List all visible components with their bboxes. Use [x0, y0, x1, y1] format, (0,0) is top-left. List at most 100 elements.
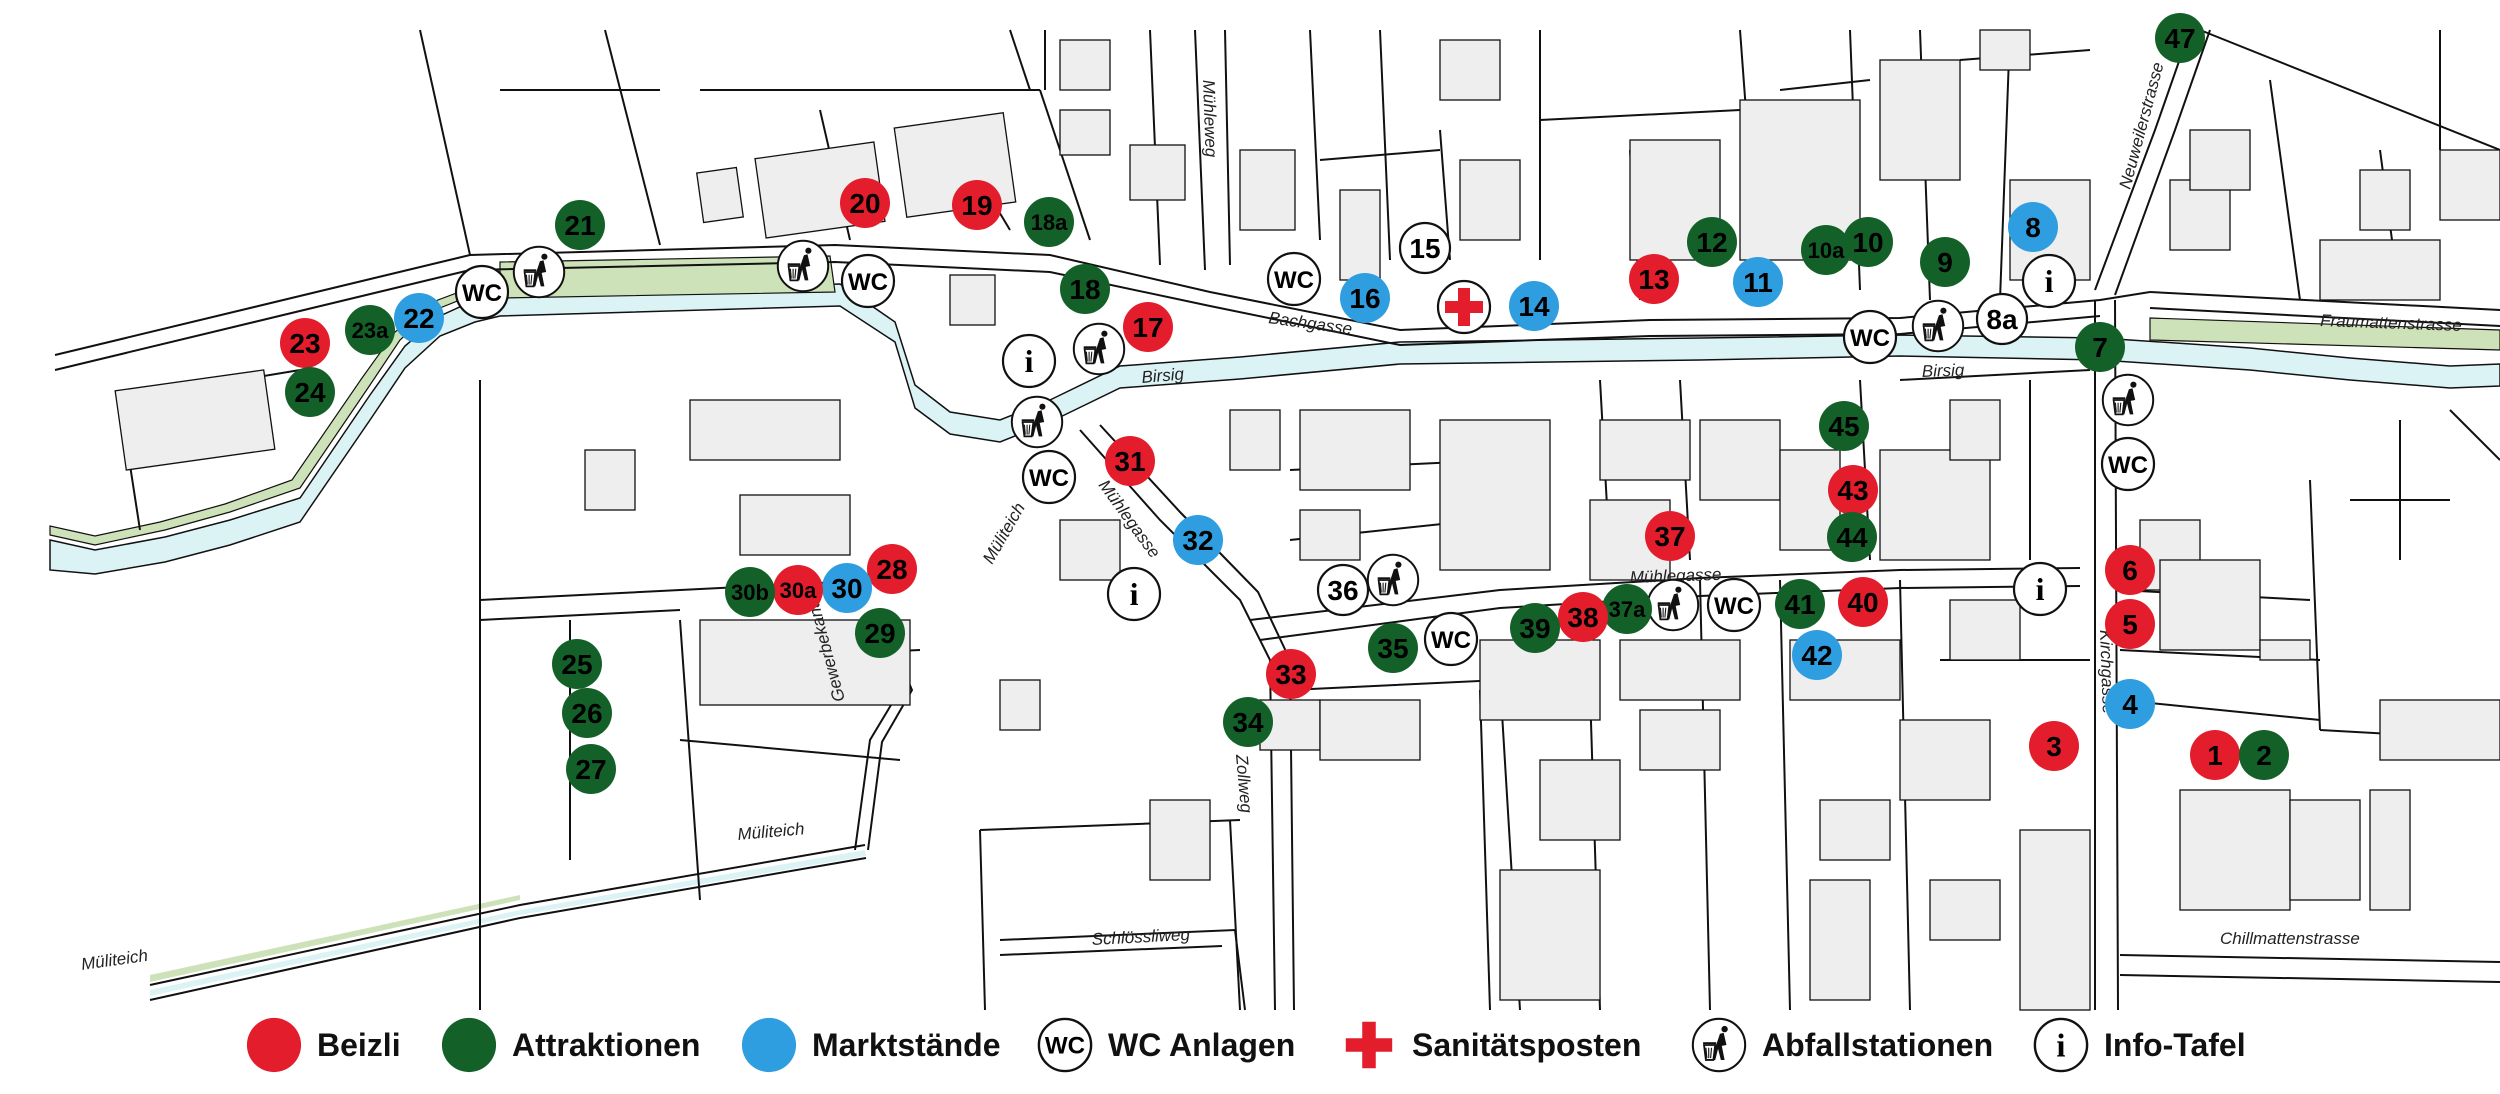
marker-27[interactable]: 27	[566, 744, 616, 794]
marker-label: 36	[1327, 575, 1358, 606]
info-icon[interactable]: i	[2012, 561, 2068, 617]
marker-41[interactable]: 41	[1775, 579, 1825, 629]
marker-8[interactable]: 8	[2008, 202, 2058, 252]
trash-bin-icon[interactable]	[1366, 553, 1420, 607]
marker-24[interactable]: 24	[285, 367, 335, 417]
marker-5[interactable]: 5	[2105, 599, 2155, 649]
marker-label: 4	[2122, 689, 2138, 720]
marker-44[interactable]: 44	[1827, 512, 1877, 562]
trash-bin-icon[interactable]	[2101, 373, 2155, 427]
marker-label: 23	[289, 328, 320, 359]
marker-11[interactable]: 11	[1733, 257, 1783, 307]
marker-23[interactable]: 23	[280, 318, 330, 368]
marker-label: 30	[831, 573, 862, 604]
red-cross-icon[interactable]	[1436, 279, 1492, 335]
marker-2[interactable]: 2	[2239, 730, 2289, 780]
marker-20[interactable]: 20	[840, 178, 890, 228]
legend-label-info: Info-Tafel	[2104, 1026, 2246, 1063]
marker-6[interactable]: 6	[2105, 545, 2155, 595]
marker-10[interactable]: 10	[1843, 217, 1893, 267]
marker-37a[interactable]: 37a	[1602, 584, 1652, 634]
marker-17[interactable]: 17	[1123, 302, 1173, 352]
marker-37[interactable]: 37	[1645, 511, 1695, 561]
marker-12[interactable]: 12	[1687, 217, 1737, 267]
wc-icon[interactable]: WC	[840, 253, 896, 309]
marker-40[interactable]: 40	[1838, 577, 1888, 627]
wc-icon[interactable]: WC	[1266, 251, 1322, 307]
marker-35[interactable]: 35	[1368, 623, 1418, 673]
trash-bin-icon[interactable]	[776, 239, 830, 293]
marker-15[interactable]: 15	[1398, 221, 1452, 275]
legend-label-attraktionen: Attraktionen	[512, 1026, 701, 1063]
marker-label: 37a	[1609, 597, 1646, 622]
wc-icon[interactable]: WC	[1021, 449, 1077, 505]
marker-32[interactable]: 32	[1173, 515, 1223, 565]
marker-label: 5	[2122, 609, 2138, 640]
marker-34[interactable]: 34	[1223, 697, 1273, 747]
marker-label: 6	[2122, 555, 2138, 586]
marker-28[interactable]: 28	[867, 544, 917, 594]
street-label-birsig-west: Birsig	[1141, 364, 1186, 387]
marker-30[interactable]: 30	[822, 563, 872, 613]
marker-3[interactable]: 3	[2029, 721, 2079, 771]
marker-1[interactable]: 1	[2190, 730, 2240, 780]
marker-13[interactable]: 13	[1629, 254, 1679, 304]
marker-label: 40	[1847, 587, 1878, 618]
legend-label-sanitaet: Sanitätsposten	[1412, 1026, 1642, 1063]
info-icon[interactable]: i	[1001, 333, 1057, 389]
marker-26[interactable]: 26	[562, 688, 612, 738]
trash-bin-icon[interactable]	[1010, 395, 1064, 449]
marker-label: 7	[2092, 332, 2108, 363]
marker-23a[interactable]: 23a	[345, 305, 395, 355]
marker-30a[interactable]: 30a	[773, 565, 823, 615]
marker-19[interactable]: 19	[952, 180, 1002, 230]
marker-4[interactable]: 4	[2105, 679, 2155, 729]
info-icon[interactable]: i	[2021, 253, 2077, 309]
marker-10a[interactable]: 10a	[1801, 225, 1851, 275]
marker-31[interactable]: 31	[1105, 436, 1155, 486]
marker-8a[interactable]: 8a	[1975, 292, 2029, 346]
marker-33[interactable]: 33	[1266, 649, 1316, 699]
marker-18a[interactable]: 18a	[1024, 197, 1074, 247]
wc-icon[interactable]: WC	[1842, 309, 1898, 365]
trash-bin-icon[interactable]	[1646, 578, 1700, 632]
marker-39[interactable]: 39	[1510, 603, 1560, 653]
marker-label: 2	[2256, 740, 2272, 771]
marker-25[interactable]: 25	[552, 639, 602, 689]
trash-bin-icon[interactable]	[1911, 299, 1965, 353]
marker-42[interactable]: 42	[1792, 630, 1842, 680]
marker-16[interactable]: 16	[1340, 273, 1390, 323]
wc-icon[interactable]: WC	[1706, 577, 1762, 633]
street-label-mueliteich-mid: Müliteich	[737, 819, 805, 844]
marker-29[interactable]: 29	[855, 608, 905, 658]
svg-text:WC: WC	[1714, 593, 1754, 620]
marker-label: 26	[571, 698, 602, 729]
marker-30b[interactable]: 30b	[725, 567, 775, 617]
marker-21[interactable]: 21	[555, 200, 605, 250]
wc-icon[interactable]: WC	[1423, 611, 1479, 667]
marker-38[interactable]: 38	[1558, 592, 1608, 642]
legend-label-wc: WC Anlagen	[1108, 1026, 1296, 1063]
marker-43[interactable]: 43	[1828, 465, 1878, 515]
marker-7[interactable]: 7	[2075, 322, 2125, 372]
marker-18[interactable]: 18	[1060, 264, 1110, 314]
marker-label: 44	[1836, 522, 1868, 553]
legend-item-marktstaende: Marktstände	[740, 1010, 1001, 1080]
trash-bin-icon[interactable]	[512, 245, 566, 299]
wc-icon[interactable]: WC	[2100, 436, 2156, 492]
svg-text:i: i	[1130, 576, 1139, 612]
wc-icon[interactable]: WC	[454, 264, 510, 320]
marker-14[interactable]: 14	[1509, 281, 1559, 331]
marker-label: 10a	[1808, 238, 1845, 263]
marker-22[interactable]: 22	[394, 293, 444, 343]
marker-label: 38	[1567, 602, 1598, 633]
marker-45[interactable]: 45	[1819, 401, 1869, 451]
marker-47[interactable]: 47	[2155, 13, 2205, 63]
legend-item-sanitaet: Sanitätsposten	[1340, 1010, 1641, 1080]
info-icon[interactable]: i	[1106, 566, 1162, 622]
marker-9[interactable]: 9	[1920, 237, 1970, 287]
trash-bin-icon[interactable]	[1072, 322, 1126, 376]
marker-36[interactable]: 36	[1316, 563, 1370, 617]
marker-label: 20	[849, 188, 880, 219]
street-label-muehlegasse-east: Mühlegasse	[1629, 565, 1721, 587]
